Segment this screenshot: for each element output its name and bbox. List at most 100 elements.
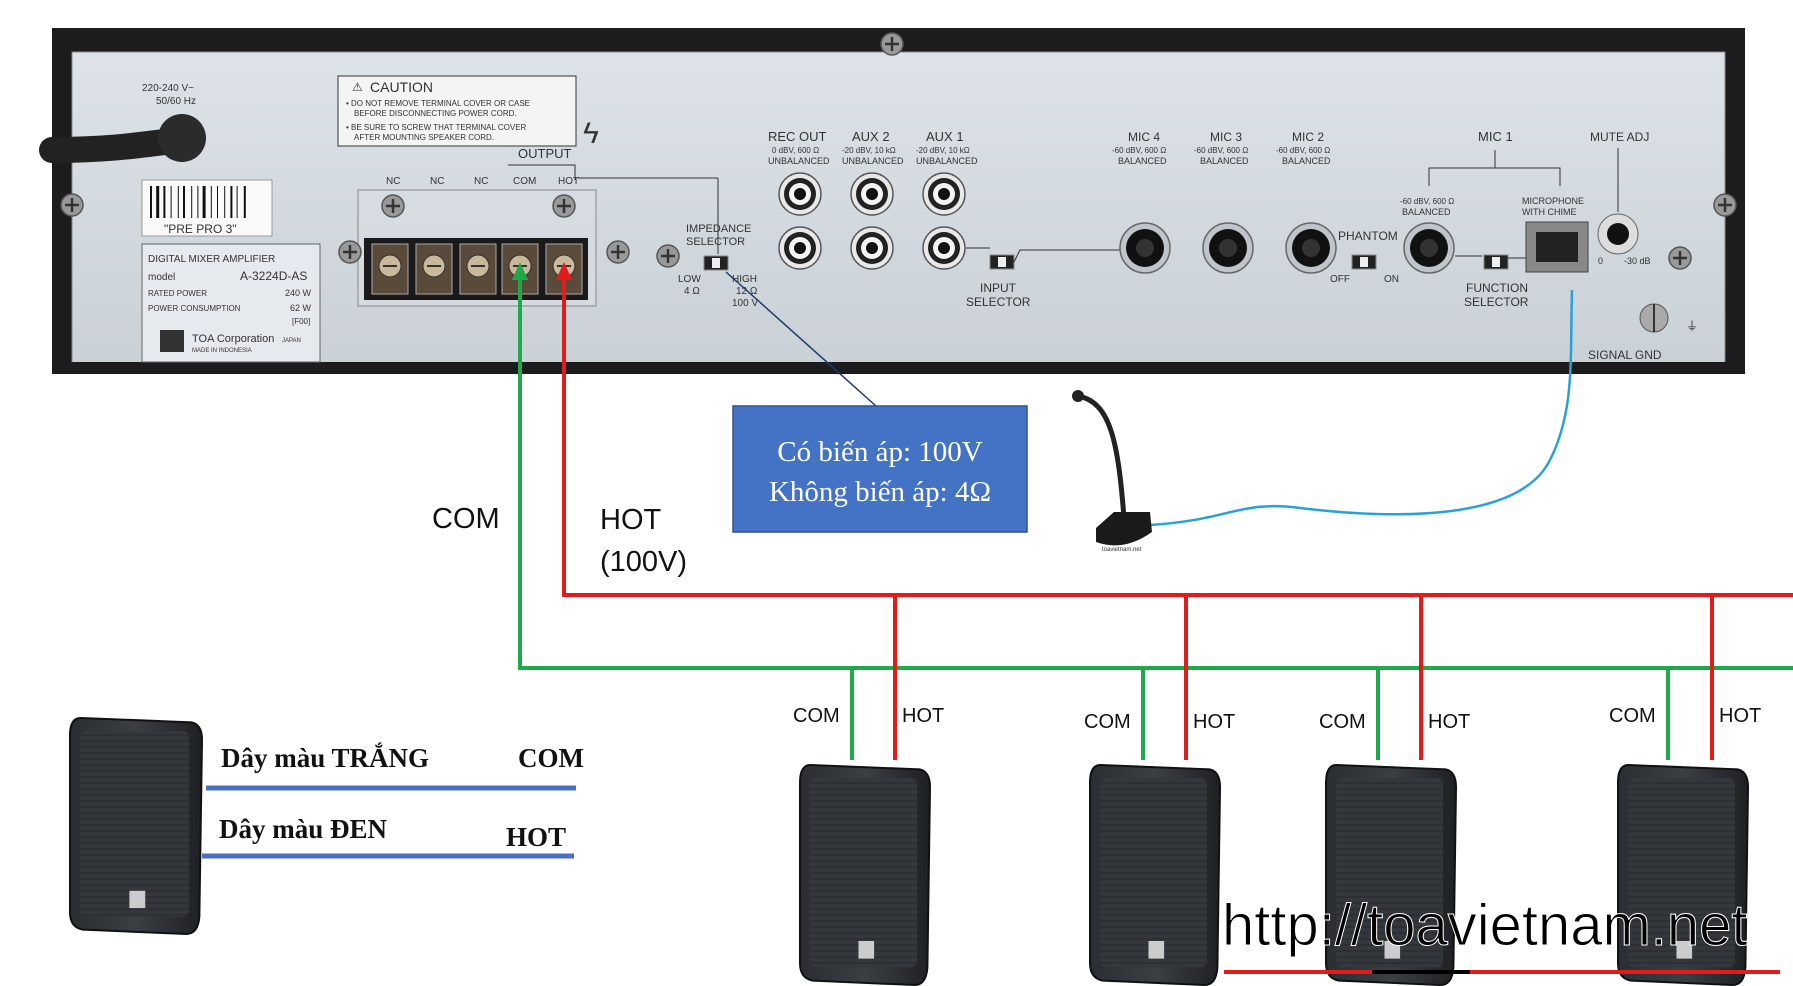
svg-text:MIC 3: MIC 3 bbox=[1210, 130, 1242, 144]
desktop-microphone: toavietnam.net bbox=[1072, 289, 1574, 553]
speaker-hot-label: HOT bbox=[1428, 711, 1470, 733]
svg-text:SELECTOR: SELECTOR bbox=[1464, 295, 1529, 309]
toa-badge-icon bbox=[1384, 941, 1401, 959]
rec-out-label: REC OUT bbox=[768, 129, 827, 144]
lightning-icon: ϟ bbox=[583, 117, 599, 150]
svg-text:-20 dBV, 10 kΩ: -20 dBV, 10 kΩ bbox=[916, 146, 970, 155]
hot-arrow-icon bbox=[556, 262, 572, 280]
mic4-jack[interactable] bbox=[1119, 222, 1171, 274]
rec-out-jack-r[interactable] bbox=[778, 226, 822, 270]
svg-text:LOW: LOW bbox=[678, 274, 701, 285]
svg-text:SELECTOR: SELECTOR bbox=[686, 236, 745, 248]
com-arrow-icon bbox=[512, 262, 528, 280]
svg-text:240 W: 240 W bbox=[285, 288, 312, 298]
svg-text:MIC 1: MIC 1 bbox=[1478, 129, 1513, 144]
svg-text:-60 dBV, 600 Ω: -60 dBV, 600 Ω bbox=[1276, 146, 1330, 155]
svg-text:MADE IN INDONESIA: MADE IN INDONESIA bbox=[192, 348, 252, 354]
legend-speaker bbox=[69, 716, 204, 936]
speaker-4: COM HOT bbox=[1609, 595, 1761, 986]
svg-text:RATED POWER: RATED POWER bbox=[148, 289, 207, 298]
aux2-jack-r[interactable] bbox=[850, 226, 894, 270]
barcode-text: "PRE PRO 3" bbox=[164, 222, 237, 236]
toa-logo-icon bbox=[160, 330, 184, 352]
svg-text:-30 dB: -30 dB bbox=[1624, 256, 1651, 266]
svg-text:• DO NOT REMOVE TERMINAL COVER: • DO NOT REMOVE TERMINAL COVER OR CASE bbox=[346, 99, 530, 108]
model-number: A-3224D-AS bbox=[240, 269, 307, 283]
toa-badge-icon bbox=[858, 941, 875, 959]
barcode-sticker: "PRE PRO 3" bbox=[141, 179, 273, 237]
power-rating: 220-240 V~ bbox=[142, 83, 194, 94]
callout-line-2: Không biến áp: 4Ω bbox=[769, 476, 991, 508]
svg-text:MICROPHONE: MICROPHONE bbox=[1522, 196, 1584, 206]
terminal-screw[interactable] bbox=[459, 243, 497, 295]
aux1-label: AUX 1 bbox=[926, 129, 964, 144]
mute-adjust: MUTE ADJ 0 -30 dB ⏚ SIGNAL GND bbox=[1588, 130, 1698, 362]
svg-text:4 Ω: 4 Ω bbox=[684, 286, 700, 297]
svg-text:0 dBV, 600 Ω: 0 dBV, 600 Ω bbox=[772, 146, 819, 155]
output-label: OUTPUT bbox=[518, 146, 572, 161]
callout-line-1: Có biến áp: 100V bbox=[777, 436, 982, 468]
svg-text:0: 0 bbox=[1598, 256, 1603, 266]
watermark-url: http://toavietnam.net bbox=[1222, 893, 1748, 958]
svg-text:AFTER MOUNTING SPEAKER CORD.: AFTER MOUNTING SPEAKER CORD. bbox=[354, 133, 494, 142]
speaker-com-label: COM bbox=[1084, 711, 1131, 733]
toa-badge-icon bbox=[1676, 941, 1693, 959]
com-wire-label: COM bbox=[432, 503, 500, 535]
input-selector: INPUT SELECTOR bbox=[966, 247, 1120, 309]
speaker-com-label: COM bbox=[1319, 711, 1366, 733]
mute-adj-knob[interactable] bbox=[1607, 223, 1629, 245]
hot-wire-voltage: (100V) bbox=[600, 546, 687, 578]
svg-text:NC: NC bbox=[474, 176, 488, 187]
svg-text:JAPAN: JAPAN bbox=[282, 338, 301, 344]
legend-white-wire: Dây màu TRẮNG bbox=[221, 742, 429, 773]
svg-text:⚠: ⚠ bbox=[352, 80, 363, 94]
speaker-3: COM HOT bbox=[1319, 595, 1470, 986]
power-cord: 220-240 V~ 50/60 Hz bbox=[39, 83, 206, 163]
rca-jack-group: REC OUT 0 dBV, 600 Ω UNBALANCED AUX 2 -2… bbox=[768, 129, 978, 270]
mic-cable bbox=[1149, 289, 1574, 527]
com-bus-wire bbox=[518, 270, 1793, 670]
speaker-hot-label: HOT bbox=[1719, 705, 1761, 727]
terminal-screw[interactable] bbox=[415, 243, 453, 295]
ground-icon: ⏚ bbox=[1686, 319, 1698, 333]
aux1-jack-r[interactable] bbox=[922, 226, 966, 270]
watermark: http://toavietnam.net bbox=[1222, 893, 1780, 974]
legend-black-wire: Dây màu ĐEN bbox=[219, 814, 388, 844]
aux2-label: AUX 2 bbox=[852, 129, 890, 144]
svg-text:NC: NC bbox=[430, 176, 444, 187]
speaker-com-label: COM bbox=[1609, 705, 1656, 727]
svg-text:SELECTOR: SELECTOR bbox=[966, 295, 1031, 309]
mic3-jack[interactable] bbox=[1202, 222, 1254, 274]
mic1-jack[interactable] bbox=[1403, 222, 1455, 274]
caution-title: CAUTION bbox=[370, 79, 433, 95]
svg-text:MIC 4: MIC 4 bbox=[1128, 130, 1160, 144]
legend-black-term: HOT bbox=[506, 822, 566, 852]
aux1-jack-l[interactable] bbox=[922, 172, 966, 216]
legend-white-term: COM bbox=[518, 743, 584, 773]
mic-tag: toavietnam.net bbox=[1102, 547, 1142, 553]
svg-text:HOT: HOT bbox=[558, 176, 579, 187]
hot-wire-label: HOT bbox=[600, 504, 662, 536]
toa-badge-icon bbox=[129, 890, 146, 909]
svg-text:UNBALANCED: UNBALANCED bbox=[916, 156, 978, 166]
svg-text:[F00]: [F00] bbox=[292, 317, 310, 326]
rec-out-jack-l[interactable] bbox=[778, 172, 822, 216]
mic2-jack[interactable] bbox=[1285, 222, 1337, 274]
terminal-screw[interactable] bbox=[371, 243, 409, 295]
signal-gnd-label: SIGNAL GND bbox=[1588, 348, 1662, 362]
wiring: COM HOT (100V) bbox=[432, 262, 1793, 670]
svg-text:100 V: 100 V bbox=[732, 298, 758, 309]
speaker-cabinet bbox=[1325, 763, 1458, 986]
svg-text:BALANCED: BALANCED bbox=[1402, 207, 1451, 217]
aux2-jack-l[interactable] bbox=[850, 172, 894, 216]
svg-text:-20 dBV, 10 kΩ: -20 dBV, 10 kΩ bbox=[842, 146, 896, 155]
caution-label: ⚠ CAUTION • DO NOT REMOVE TERMINAL COVER… bbox=[337, 75, 577, 147]
speaker-cabinet bbox=[799, 763, 932, 986]
phantom-switch: PHANTOM OFF ON bbox=[1330, 229, 1399, 285]
mic-jack-group: MIC 4 -60 dBV, 600 Ω BALANCED MIC 3 -60 … bbox=[1112, 130, 1337, 274]
speaker-cabinet bbox=[1617, 763, 1750, 986]
